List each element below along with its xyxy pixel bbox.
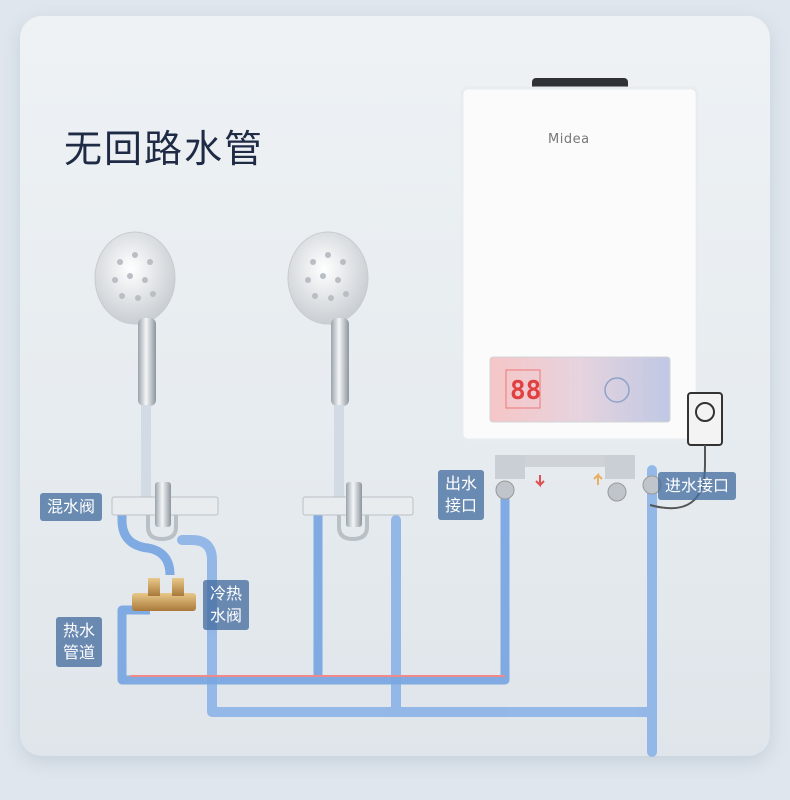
inlet-label: 进水接口 (658, 472, 737, 500)
cold-hot-valve-label: 冷热水阀 (203, 580, 250, 630)
page-title: 无回路水管 (64, 127, 265, 171)
brass-valve (132, 578, 196, 611)
brand-logo: Midea (548, 132, 590, 147)
mixer-valve-1 (111, 482, 219, 542)
shower-head-1 (94, 231, 176, 500)
hot-pipe-label: 热水管道 (56, 617, 103, 667)
mixing-valve-label: 混水阀 (40, 493, 103, 521)
water-heater (460, 78, 699, 502)
power-socket (649, 392, 723, 510)
temperature-display: 88 (510, 376, 542, 406)
outlet-label: 出水接口 (438, 470, 485, 520)
shower-head-2 (287, 231, 369, 500)
cold-water-pipes (177, 465, 657, 757)
mixer-valve-2 (302, 482, 414, 542)
